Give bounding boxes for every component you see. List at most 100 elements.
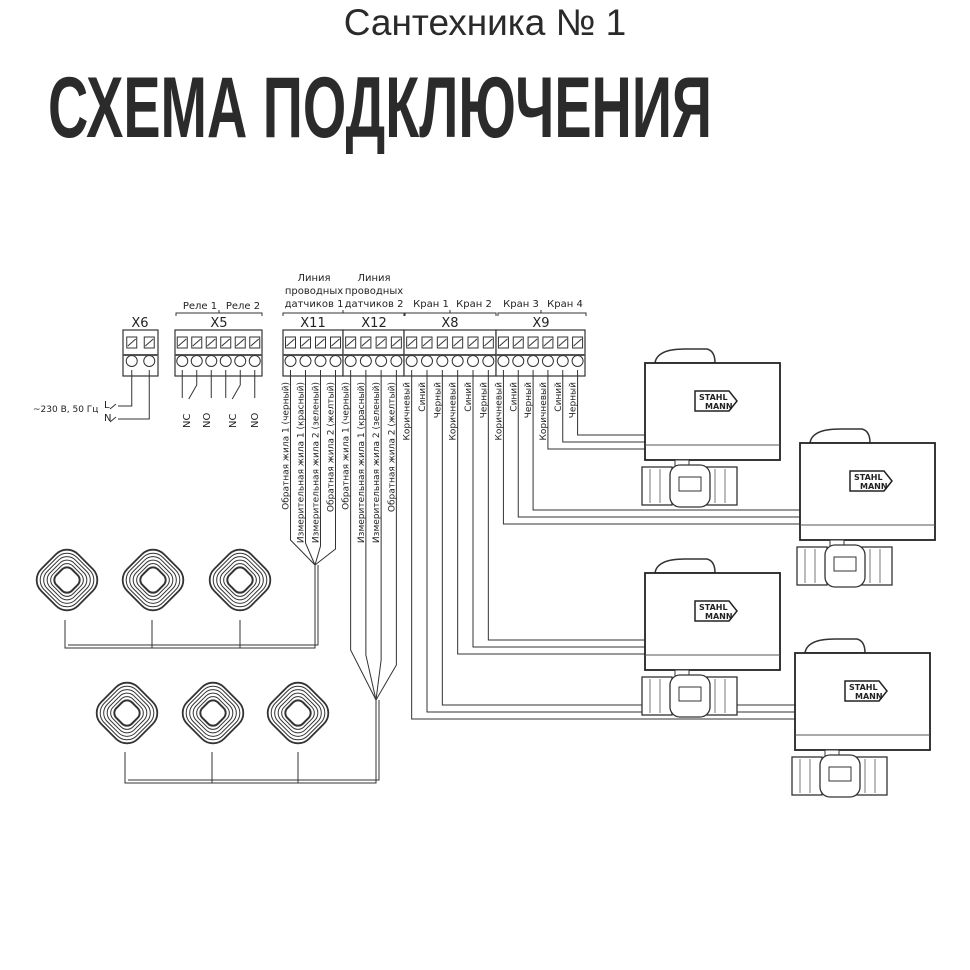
terminal-x9-screw: [556, 355, 569, 367]
sensor-ring: [110, 696, 144, 730]
valve2-wire: [472, 370, 645, 648]
line2-label-2: проводных: [345, 286, 403, 297]
terminal-x8-screw: [467, 355, 479, 367]
terminal-x5: [174, 329, 263, 377]
sensor-ring: [223, 563, 257, 597]
terminal-x12-screw: [390, 355, 403, 367]
sensor-ring: [216, 556, 264, 604]
relay1-wire: [181, 370, 212, 400]
terminal-x8-lever-mark: [407, 338, 416, 347]
sensor-wire-label: Обратная жила 1 (черный): [342, 382, 352, 510]
power-wire: [118, 370, 150, 420]
valve1-label: Кран 1: [413, 299, 449, 310]
sensor-line2-wire: [350, 370, 377, 701]
sensor-center: [139, 566, 167, 594]
relay2-label: Реле 2: [226, 301, 260, 312]
relay-contact-no-2: NO: [250, 413, 261, 428]
brand-logo-frame: [849, 470, 893, 492]
valve3-label: Кран 3: [503, 299, 539, 310]
terminal-x9-lever-mark: [543, 338, 553, 347]
sensor-ring: [189, 689, 237, 737]
terminal-x5-lever-mark: [250, 338, 260, 347]
relay2-wire: [225, 370, 256, 400]
terminal-x6: [122, 329, 159, 377]
sensor-wire-label: Измерительная жила 2 (зеленый): [312, 382, 322, 543]
sensor-center: [113, 699, 141, 727]
sensor-ring: [136, 563, 170, 597]
sensor-center: [53, 566, 81, 594]
water-leak-sensor: [208, 548, 272, 612]
valve-wire-label: Черный: [569, 382, 579, 418]
terminal-x5-label: X5: [210, 316, 227, 331]
terminal-x11-screw: [314, 355, 327, 367]
line1-label-3: датчиков 1: [285, 299, 344, 310]
sensor-ring: [129, 556, 177, 604]
line1-label-2: проводных: [285, 286, 343, 297]
valve-nut-right: [706, 676, 738, 716]
valve-wire-label: Коричневый: [494, 382, 504, 441]
sensor-ring: [281, 696, 315, 730]
sensor-ring: [185, 685, 241, 741]
valve-nut-right: [861, 546, 893, 586]
line1-label-1: Линия: [297, 273, 330, 284]
sensor-wire-label: Измерительная жила 1 (красный): [297, 382, 307, 543]
power-l-label: L: [104, 400, 110, 411]
terminal-x12: [342, 329, 405, 377]
terminal-x12-lever-mark: [346, 338, 355, 347]
terminal-x11-lever-mark: [331, 338, 340, 347]
sensor-wire-label: Измерительная жила 2 (зеленый): [372, 382, 382, 543]
valve-wire-label: Черный: [433, 382, 443, 418]
sensor-ring: [103, 689, 151, 737]
terminal-x9-screw: [527, 355, 540, 367]
valve2-wire: [457, 370, 645, 655]
terminal-x11: [282, 329, 344, 377]
sensor-ring: [99, 685, 155, 741]
terminal-x5-screw: [219, 355, 232, 367]
terminal-x11-lever-mark: [316, 338, 325, 347]
terminal-x12-screw: [344, 355, 357, 367]
valve-wire-label: Черный: [479, 382, 489, 418]
terminal-x6-screw: [125, 355, 138, 367]
brand-logo-text: MANN: [705, 402, 733, 411]
sensor-center: [199, 699, 227, 727]
sensor-line1-wire: [305, 370, 316, 566]
diagram-heading: СХЕМА ПОДКЛЮЧЕНИЯ: [48, 60, 712, 156]
valve-nut-right: [706, 466, 738, 506]
sensor-ring: [192, 692, 234, 734]
water-leak-sensor: [181, 681, 245, 745]
valve-actuator-knob: [809, 428, 871, 444]
terminal-x8: [403, 329, 497, 377]
sensor-wire-label: Обратная жила 2 (желтый): [327, 382, 337, 512]
brand-logo-text: STAHL: [699, 603, 728, 612]
valve-actuator: [644, 362, 781, 461]
terminal-x8-lever-mark: [484, 338, 493, 347]
terminal-x6-label: X6: [131, 316, 148, 331]
valve-wire-label: Синий: [554, 382, 564, 412]
terminal-x12-lever-mark: [376, 338, 386, 347]
valve-nut-left: [641, 466, 673, 506]
valve-actuator-knob: [654, 558, 716, 574]
valve2-wire: [487, 370, 645, 641]
terminal-x6-lever-mark: [144, 338, 154, 347]
line2-label-3: датчиков 2: [345, 299, 404, 310]
sensor-ring: [125, 552, 181, 608]
terminal-x9-lever-mark: [513, 338, 523, 347]
valve-wire-label: Коричневый: [449, 382, 459, 441]
terminal-x5-lever-mark: [221, 338, 231, 347]
sensor-line2-wire: [375, 370, 382, 701]
sensor-ring: [270, 685, 326, 741]
terminal-x5-lever-mark: [235, 338, 245, 347]
sensor-wire-label: Измерительная жила 1 (красный): [357, 382, 367, 543]
terminal-x8-screw: [405, 355, 418, 367]
valve4-label: Кран 4: [547, 299, 583, 310]
sensor-line1-wire: [314, 370, 321, 566]
valve-nut-left: [791, 756, 823, 796]
terminal-x12-screw: [359, 355, 372, 367]
terminal-x12-lever-mark: [392, 338, 401, 347]
terminal-x9-lever-mark: [558, 338, 568, 347]
brand-logo-text: STAHL: [854, 473, 883, 482]
valve-nut-right: [856, 756, 888, 796]
